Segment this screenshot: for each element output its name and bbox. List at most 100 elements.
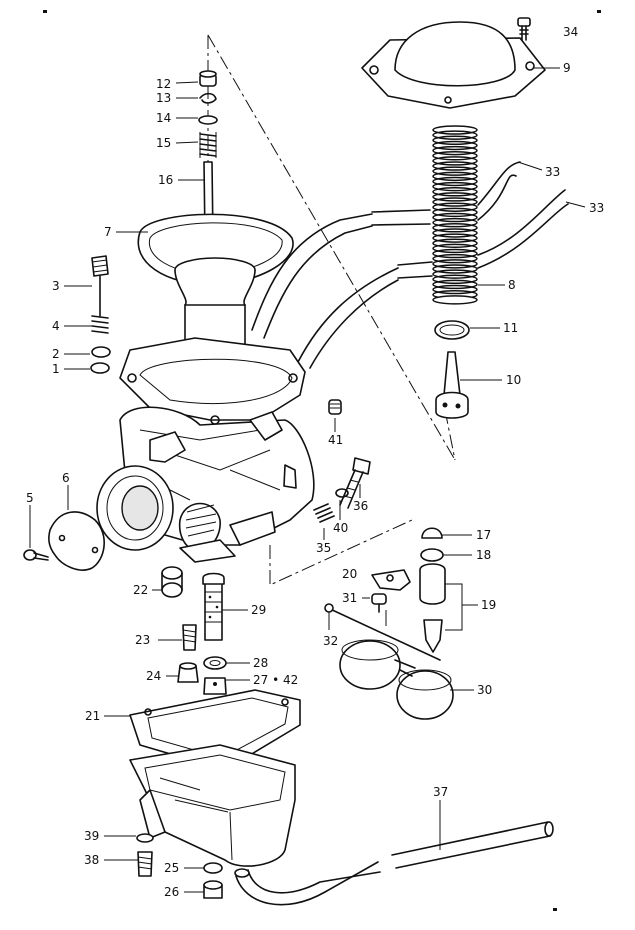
callout-26: 26 — [164, 885, 179, 899]
callout-32: 32 — [323, 634, 338, 648]
spring-coil — [432, 192, 478, 202]
small-spring-part — [199, 132, 217, 158]
vent-hose-upper-b — [477, 174, 517, 221]
valve-washer-part — [420, 548, 444, 562]
bracket-screw-part — [371, 593, 387, 613]
washer-part — [198, 115, 218, 125]
callout-16: 16 — [158, 173, 173, 187]
callout-3: 3 — [52, 279, 60, 293]
callout-30: 30 — [477, 683, 492, 697]
cover-screw-part — [517, 17, 531, 41]
callout-20: 20 — [342, 567, 357, 581]
spring-coil — [432, 259, 478, 269]
spring-coil — [432, 284, 478, 295]
pilot-screw-part — [91, 255, 109, 317]
callout-33-upper: 33 — [545, 165, 560, 179]
callout-15: 15 — [156, 136, 171, 150]
small-oring-part — [335, 488, 349, 498]
spring-coil — [432, 243, 478, 254]
callout-18: 18 — [476, 548, 491, 562]
callout-27-42: 27 • 42 — [253, 673, 298, 687]
washer-28-inner — [209, 660, 221, 666]
float-pin-head — [324, 603, 334, 613]
valve-cap-part — [421, 527, 443, 539]
float-bowl-gasket-part — [129, 689, 301, 771]
spring-coil — [432, 187, 478, 197]
spring-coil — [432, 207, 478, 218]
callout-5: 5 — [26, 491, 34, 505]
spring-coil — [432, 171, 478, 182]
pilot-spring-part — [91, 315, 109, 334]
callout-36: 36 — [353, 499, 368, 513]
tube-top-a — [371, 209, 431, 213]
callout-31: 31 — [342, 591, 357, 605]
corner-mark — [43, 10, 47, 13]
spring-coil — [432, 212, 478, 223]
cover-plate-part — [48, 511, 105, 571]
callout-21: 21 — [85, 709, 100, 723]
jet-holder-part — [177, 662, 199, 683]
plate-screw-part — [23, 549, 49, 561]
clip-part — [199, 92, 217, 104]
cap-part — [199, 70, 217, 87]
spring-coil — [432, 233, 478, 243]
spring-coil — [432, 238, 478, 248]
callout-7: 7 — [104, 225, 112, 239]
tube-top-b — [371, 223, 431, 226]
callout-11: 11 — [503, 321, 518, 335]
callout-38: 38 — [84, 853, 99, 867]
tube-side-b — [309, 279, 399, 369]
cap-22-part — [161, 566, 183, 598]
spring-coil — [432, 176, 478, 187]
spring-coil — [432, 264, 478, 274]
spring-coil — [432, 223, 478, 233]
callout-19: 19 — [481, 598, 496, 612]
plug-part — [328, 399, 342, 415]
main-jet-part — [203, 677, 227, 695]
tube-mid-a — [397, 261, 433, 266]
callout-9: 9 — [563, 61, 571, 75]
float-pin-part — [327, 607, 441, 661]
washer-28-part — [203, 656, 227, 670]
spring-coil — [432, 295, 478, 305]
spring-coil — [432, 253, 478, 264]
adjust-screw-part — [339, 457, 371, 509]
callout-22: 22 — [133, 583, 148, 597]
bracket-part — [371, 569, 411, 591]
tube-side-a — [297, 267, 399, 363]
spring-coil — [432, 279, 478, 290]
plug-washer-part — [203, 862, 223, 874]
circlip-inner — [439, 324, 465, 336]
assembly-line-float — [269, 519, 413, 586]
drain-washer-part — [136, 833, 154, 843]
emulsion-tube-part — [202, 572, 225, 641]
corner-mark-bottom — [553, 908, 557, 911]
spring-coil — [432, 202, 478, 212]
callout-40: 40 — [333, 521, 348, 535]
spring-coil — [432, 166, 478, 176]
spring-coil — [432, 140, 478, 151]
callout-28: 28 — [253, 656, 268, 670]
spring-coil — [432, 274, 478, 285]
spring-coil — [432, 150, 478, 161]
pilot-washer-part — [91, 346, 111, 358]
spring-coil — [432, 181, 478, 192]
spring-coil — [432, 135, 478, 146]
pilot-jet-part — [182, 624, 197, 651]
spring-coil — [432, 269, 478, 279]
drain-screw-part — [137, 851, 153, 877]
bowl-plug-part — [203, 880, 223, 899]
callout-4: 4 — [52, 319, 60, 333]
callout-8: 8 — [508, 278, 516, 292]
callout-10: 10 — [506, 373, 521, 387]
callout-35: 35 — [316, 541, 331, 555]
circlip-part — [434, 320, 470, 340]
callout-33-lower: 33 — [589, 201, 604, 215]
callout-25: 25 — [164, 861, 179, 875]
callout-34: 34 — [563, 25, 578, 39]
callout-39: 39 — [84, 829, 99, 843]
callout-24: 24 — [146, 669, 161, 683]
spring-coil — [432, 217, 478, 228]
callout-2: 2 — [52, 347, 60, 361]
callout-29: 29 — [251, 603, 266, 617]
